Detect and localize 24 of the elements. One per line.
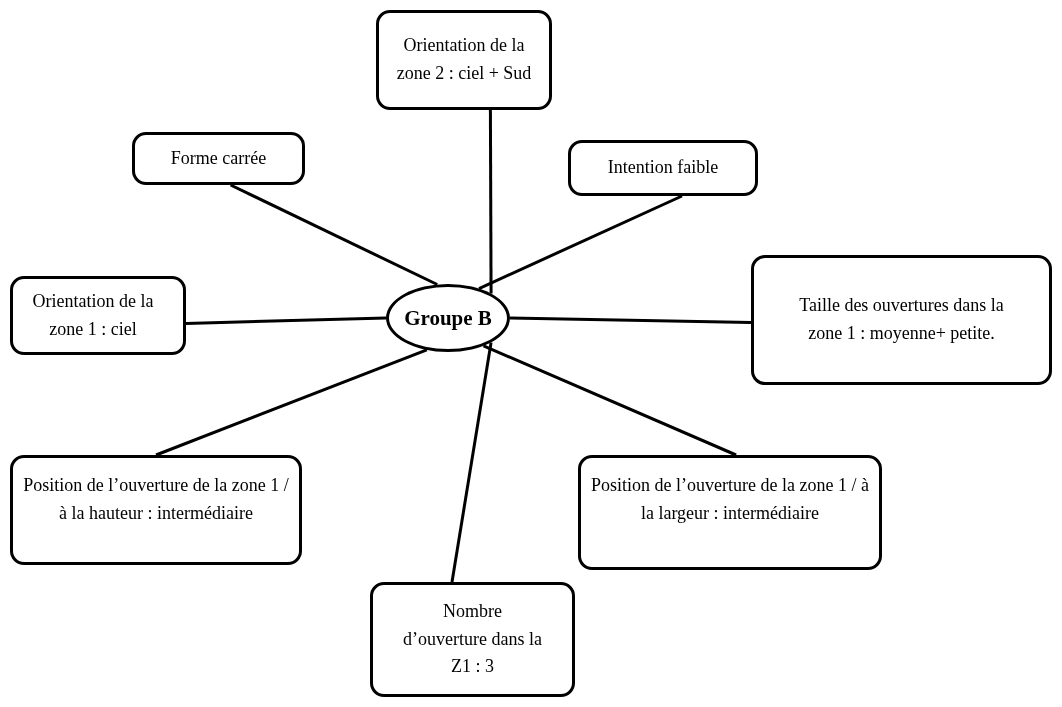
group-title: Groupe B: [404, 304, 492, 332]
text-box: [578, 455, 882, 570]
connector-line: [450, 342, 493, 583]
connector-line: [488, 110, 493, 294]
text-box: [376, 10, 552, 110]
node-text: Intention faible: [607, 156, 719, 180]
connector-line: [478, 194, 683, 290]
text-box: [10, 455, 302, 565]
connector-line: [482, 344, 737, 457]
node-text: Orientation de la zone 1 : ciel: [31, 289, 155, 341]
text-box: [751, 255, 1052, 385]
connector-line: [229, 183, 438, 286]
text-box: [132, 132, 305, 185]
connector-line: [509, 316, 752, 325]
text-box: [10, 276, 186, 355]
node-text: Position de l’ouverture de la zone 1 / à la largeur : intermédiaire: [591, 474, 869, 525]
node-text: Position de l’ouverture de la zone 1 / à la hauteur : intermédiaire: [23, 474, 289, 525]
node-text: Nombre d’ouverture dans la Z1 : 3: [403, 599, 542, 679]
text-box: [568, 140, 758, 196]
text-box: [370, 582, 575, 697]
node-text: Taille des ouvertures dans la zone 1 : moyenne+ petite.: [798, 294, 1005, 345]
node-text: Forme carrée: [170, 146, 267, 170]
connector-line: [185, 316, 387, 325]
node-text: Orientation de la zone 2 : ciel + Sud: [395, 34, 533, 85]
